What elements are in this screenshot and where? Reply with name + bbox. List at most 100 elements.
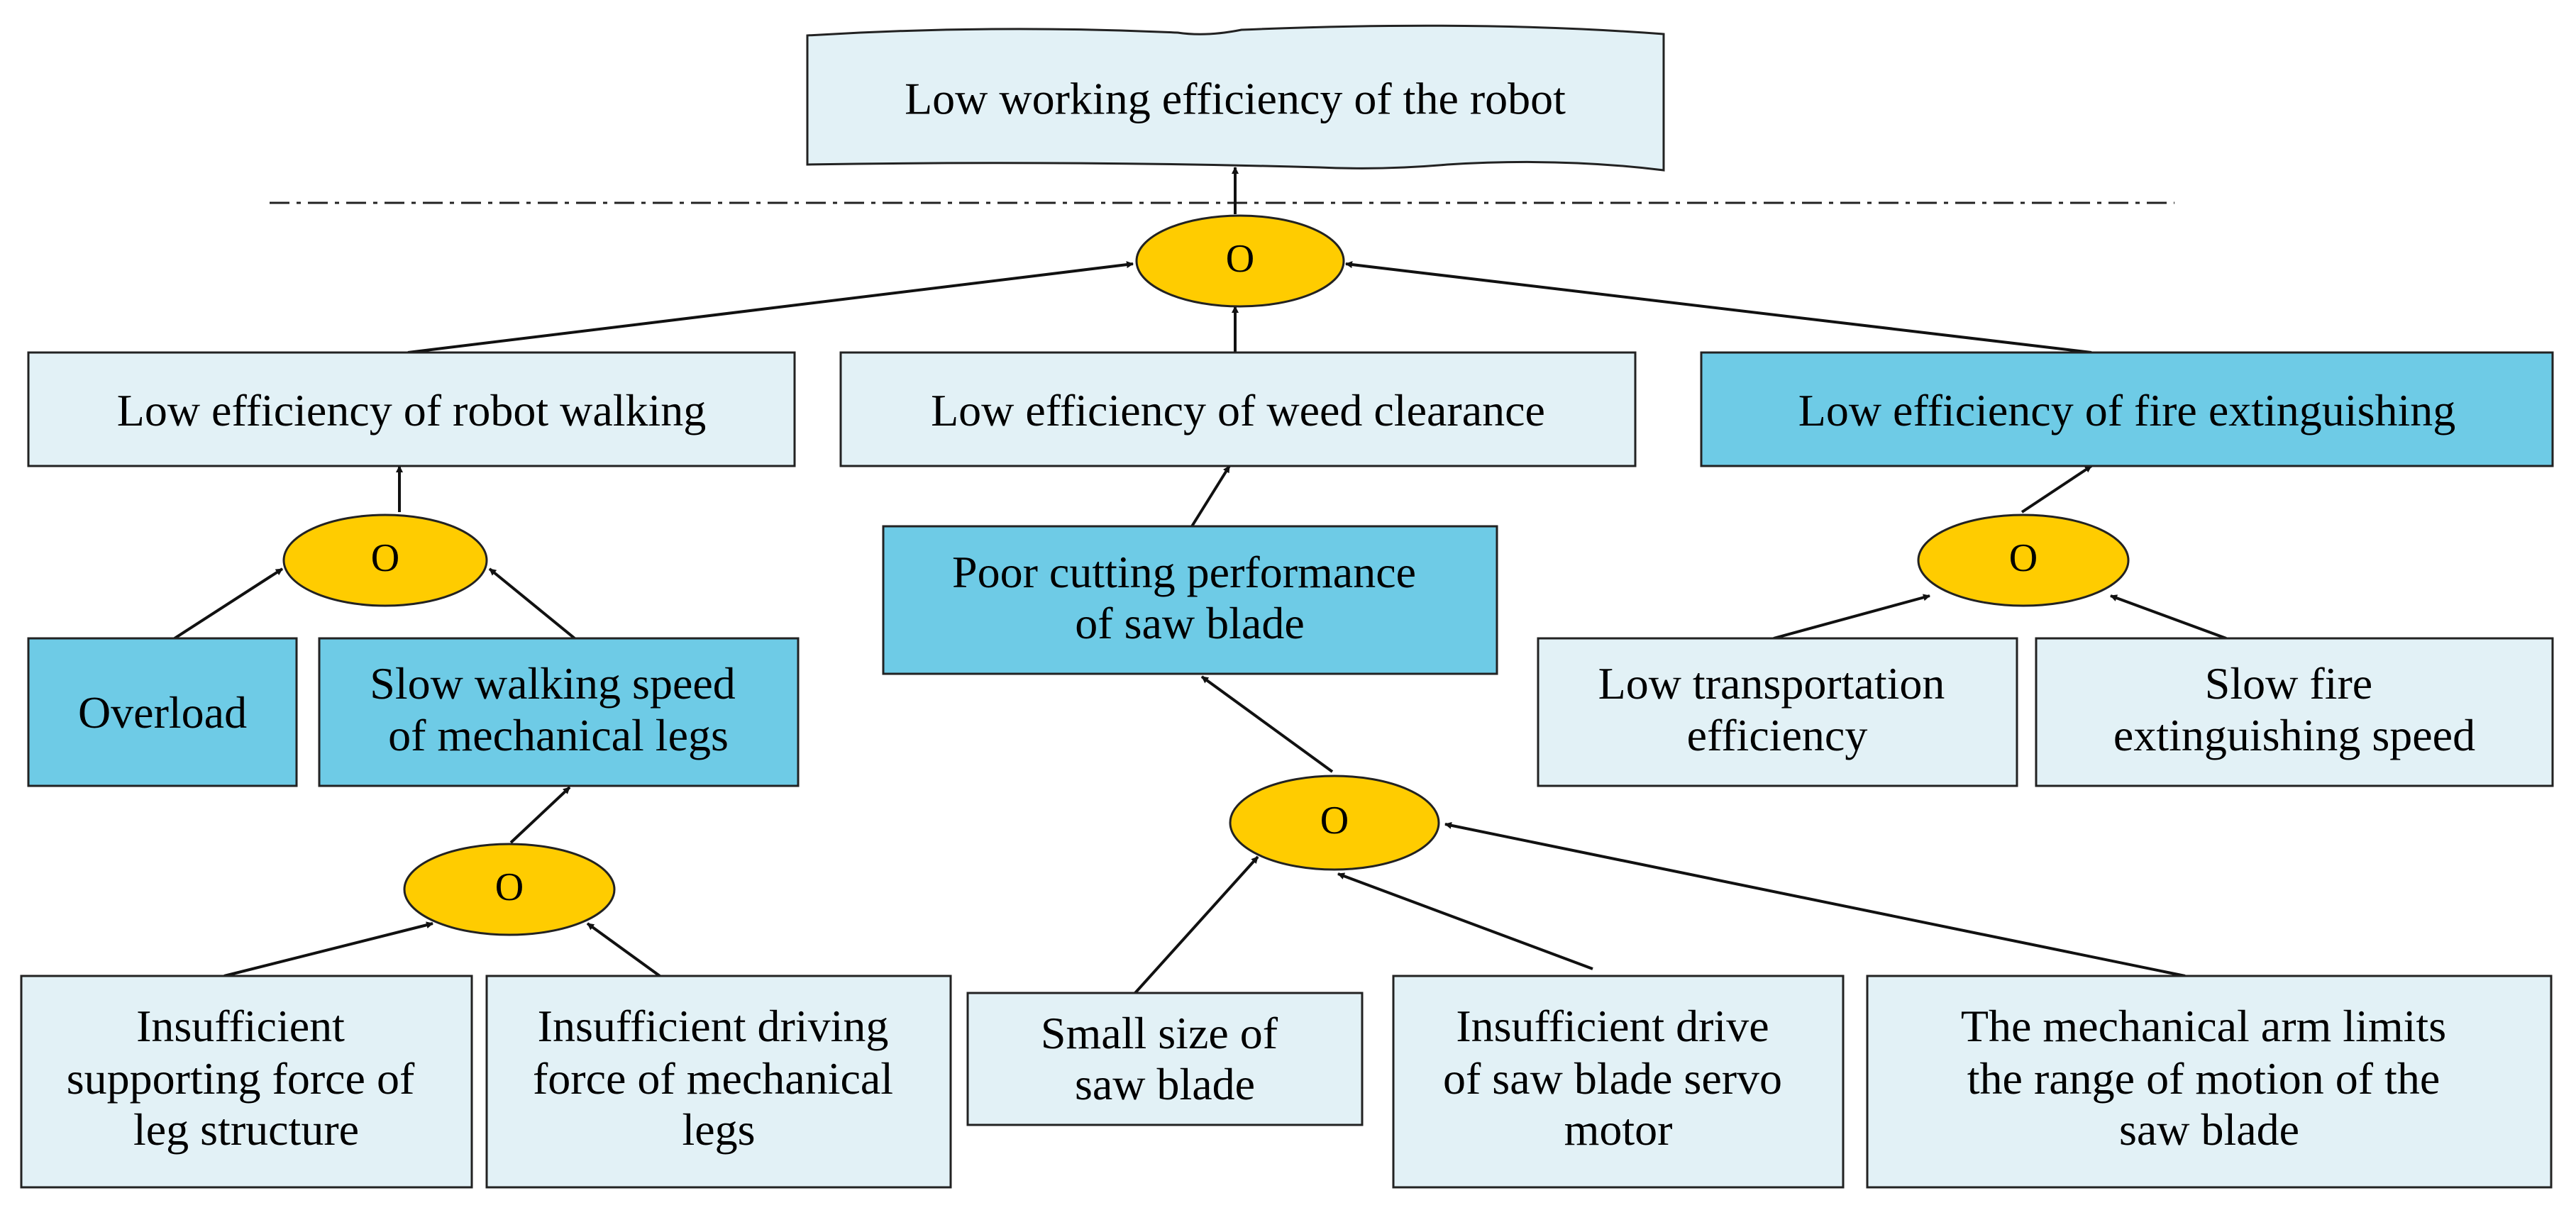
node-box <box>966 992 1364 1126</box>
node-box <box>1866 975 2553 1189</box>
node-line: Low efficiency of fire extinguishing <box>1798 385 2456 435</box>
top-event: Low working efficiency of the robot <box>806 24 1665 172</box>
node-fire-extinguishing: Low efficiency of fire extinguishing <box>1700 351 2554 467</box>
node-line: The mechanical arm limits <box>1961 1001 2446 1051</box>
node-line: Poor cutting performance <box>952 547 1416 597</box>
edge-walking-to-top-gate <box>407 261 1134 354</box>
node-robot-walking-text: Low efficiency of robot walking <box>117 385 707 435</box>
edge-slowspeed-to-walking-gate <box>488 567 576 640</box>
node-arm-limits: The mechanical arm limits the range of m… <box>1866 975 2553 1189</box>
edge-smallsaw-to-saw-gate <box>1134 855 1259 994</box>
node-slow-walking-speed: Slow walking speed of mechanical legs <box>318 637 800 787</box>
node-box <box>20 975 473 1189</box>
or-gate-shape <box>282 514 488 607</box>
node-insufficient-driving: Insufficient driving force of mechanical… <box>485 975 952 1189</box>
node-box <box>27 351 796 467</box>
node-small-saw: Small size of saw blade <box>966 992 1364 1126</box>
node-insufficient-driving-text: Insufficient driving force of mechanical… <box>533 1001 905 1155</box>
node-line: force of mechanical <box>533 1053 893 1104</box>
node-line: of mechanical legs <box>388 710 729 760</box>
node-insufficient-servo: Insufficient drive of saw blade servo mo… <box>1392 975 1845 1189</box>
node-poor-cutting: Poor cutting performance of saw blade <box>882 525 1498 675</box>
gate-walking: O <box>282 514 488 607</box>
top-event-label: Low working efficiency of the robot <box>905 74 1566 124</box>
edge-legspeed-gate-to-slowspeed <box>509 786 571 844</box>
node-line: saw blade <box>2119 1104 2299 1155</box>
node-low-transport: Low transportation efficiency <box>1537 637 2018 787</box>
gate-walking-label: O <box>371 536 399 580</box>
edge-fire-gate-to-fire <box>2021 465 2093 514</box>
node-fire-extinguishing-text: Low efficiency of fire extinguishing <box>1798 385 2456 435</box>
node-insufficient-support-text: Insufficient supporting force of leg str… <box>67 1001 426 1155</box>
node-line: Overload <box>78 687 247 738</box>
node-slow-walking-speed-text: Slow walking speed of mechanical legs <box>370 658 747 760</box>
gate-fire-label: O <box>2009 536 2038 580</box>
node-line: of saw blade servo <box>1443 1053 1782 1104</box>
or-gate-shape <box>1917 514 2130 607</box>
node-box <box>1700 351 2554 467</box>
or-gate-shape <box>1135 214 1345 308</box>
gate-leg-speed-label: O <box>495 865 524 909</box>
node-line: Low transportation <box>1598 658 1945 709</box>
node-arm-limits-text: The mechanical arm limits the range of m… <box>1961 1001 2458 1155</box>
node-line: Slow fire <box>2205 658 2372 709</box>
node-line: extinguishing speed <box>2113 710 2475 760</box>
or-gate-shape <box>403 843 616 936</box>
gate-top: O <box>1135 214 1345 308</box>
node-poor-cutting-text: Poor cutting performance of saw blade <box>952 547 1427 648</box>
node-box <box>2035 637 2554 787</box>
node-line: leg structure <box>133 1104 359 1155</box>
node-weed-clearance-text: Low efficiency of weed clearance <box>931 385 1545 435</box>
node-line: Insufficient drive <box>1456 1001 1769 1051</box>
edge-cutting-to-weed <box>1190 465 1231 528</box>
edges <box>173 167 2227 994</box>
edge-saw-gate-to-cutting <box>1200 675 1334 773</box>
gate-saw-blade-label: O <box>1320 799 1349 843</box>
node-line: Insufficient driving <box>538 1001 889 1051</box>
or-gate-shape <box>1229 775 1440 871</box>
node-line: the range of motion of the <box>1967 1053 2440 1104</box>
edge-fire-to-top-gate <box>1345 261 2092 354</box>
node-line: saw blade <box>1075 1059 1255 1109</box>
node-overload: Overload <box>27 637 298 787</box>
node-slow-fire-speed: Slow fire extinguishing speed <box>2035 637 2554 787</box>
node-line: Low efficiency of weed clearance <box>931 385 1545 435</box>
node-line: legs <box>682 1104 755 1155</box>
edge-arm-to-saw-gate <box>1444 821 2186 977</box>
edge-driving-to-legspeed-gate <box>586 922 661 977</box>
edge-transport-to-fire-gate <box>1773 594 1930 640</box>
node-line: Low efficiency of robot walking <box>117 385 707 435</box>
node-low-transport-text: Low transportation efficiency <box>1598 658 1957 760</box>
gate-saw-blade: O <box>1229 775 1440 871</box>
node-line: Insufficient <box>136 1001 345 1051</box>
node-box <box>1392 975 1845 1189</box>
node-slow-fire-speed-text: Slow fire extinguishing speed <box>2113 658 2475 760</box>
node-box <box>27 637 298 787</box>
edge-support-to-legspeed-gate <box>223 921 433 977</box>
node-weed-clearance: Low efficiency of weed clearance <box>839 351 1637 467</box>
gate-fire: O <box>1917 514 2130 607</box>
gate-leg-speed: O <box>403 843 616 936</box>
node-line: efficiency <box>1687 710 1868 760</box>
edge-overload-to-walking-gate <box>173 567 284 640</box>
top-event-shape <box>806 24 1665 172</box>
edge-servo-to-saw-gate <box>1337 872 1593 970</box>
node-line: Slow walking speed <box>370 658 736 709</box>
node-line: of saw blade <box>1075 598 1304 648</box>
node-box <box>839 351 1637 467</box>
node-line: Small size of <box>1041 1008 1278 1058</box>
node-robot-walking: Low efficiency of robot walking <box>27 351 796 467</box>
node-insufficient-servo-text: Insufficient drive of saw blade servo mo… <box>1443 1001 1793 1155</box>
node-overload-text: Overload <box>78 687 247 738</box>
node-box <box>882 525 1498 675</box>
node-box <box>1537 637 2018 787</box>
node-box <box>485 975 952 1189</box>
node-box <box>318 637 800 787</box>
node-line: motor <box>1564 1104 1673 1155</box>
gate-top-label: O <box>1226 237 1254 281</box>
node-line: supporting force of <box>67 1053 415 1104</box>
edge-firespeed-to-fire-gate <box>2110 594 2227 640</box>
node-insufficient-support: Insufficient supporting force of leg str… <box>20 975 473 1189</box>
node-small-saw-text: Small size of saw blade <box>1041 1008 1289 1109</box>
